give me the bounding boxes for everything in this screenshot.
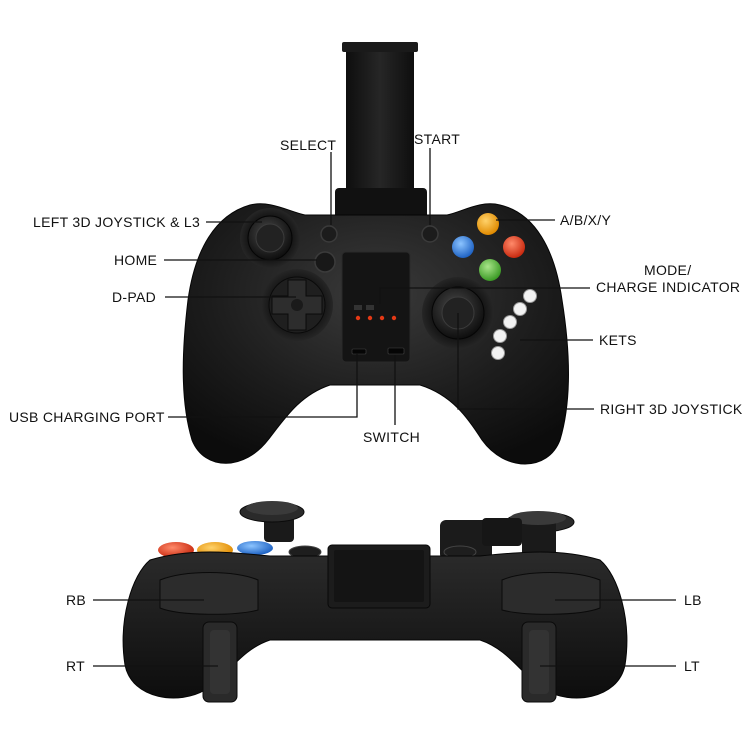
dpad	[261, 269, 333, 341]
mode-charge-indicator	[354, 305, 397, 321]
left-joystick	[240, 208, 300, 268]
label-start: START	[414, 131, 461, 147]
label-rb: RB	[66, 592, 87, 608]
label-rt: RT	[66, 658, 86, 674]
label-mode-line1: MODE/	[644, 262, 692, 278]
label-mode-line2: CHARGE INDICATOR	[596, 279, 741, 295]
callout-lines-top	[164, 148, 594, 425]
callout-lines-back	[93, 599, 676, 667]
home-button	[314, 251, 336, 273]
back-view-face-buttons	[158, 541, 477, 559]
label-lt: LT	[684, 658, 700, 674]
gamepad-back-image	[122, 501, 628, 703]
label-select: SELECT	[280, 137, 337, 153]
lb-bumper	[501, 572, 601, 615]
start-button	[421, 225, 439, 243]
kets-buttons	[491, 289, 537, 360]
label-kets: KETS	[599, 332, 637, 348]
label-usb-port: USB CHARGING PORT	[9, 409, 165, 425]
select-button	[320, 225, 338, 243]
label-right-joystick: RIGHT 3D JOYSTICK	[600, 401, 743, 417]
label-lb: LB	[684, 592, 702, 608]
abxy-buttons	[452, 213, 525, 281]
phone-clamp	[346, 42, 414, 192]
label-home: HOME	[114, 252, 158, 268]
center-panel	[341, 251, 411, 363]
label-left-joystick: LEFT 3D JOYSTICK & L3	[33, 214, 201, 230]
label-dpad: D-PAD	[112, 289, 157, 305]
label-abxy: A/B/X/Y	[560, 212, 612, 228]
back-view-stick-left	[239, 501, 305, 542]
power-switch	[387, 347, 405, 355]
rb-bumper	[159, 572, 259, 615]
gamepad-front-image	[182, 42, 569, 465]
label-switch: SWITCH	[363, 429, 421, 445]
label-mode-charge: MODE/ CHARGE INDICATOR	[596, 262, 740, 296]
usb-port	[351, 348, 367, 355]
